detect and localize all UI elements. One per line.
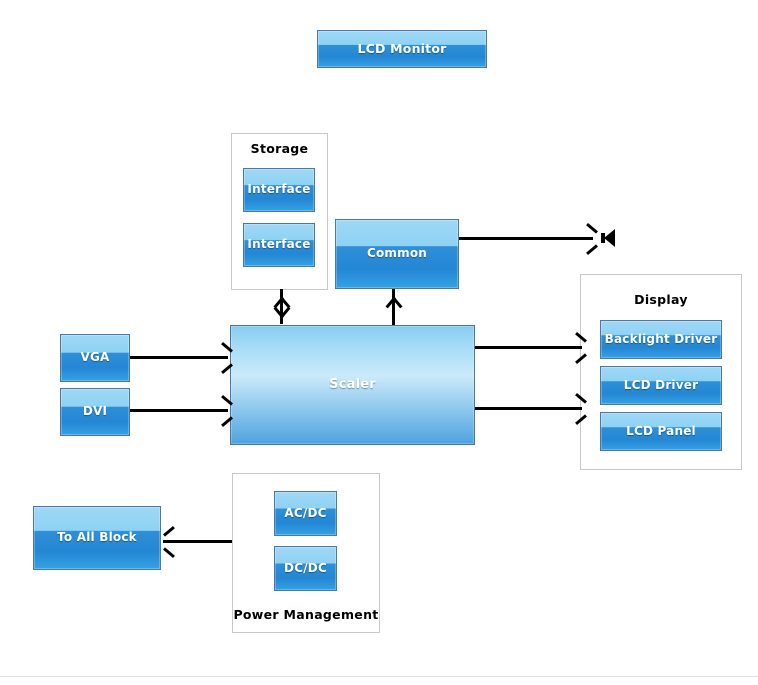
speaker-icon	[604, 229, 615, 247]
group-storage-title: Storage	[250, 141, 309, 156]
block-vga-label: VGA	[80, 350, 110, 365]
block-dc-dc-label: DC/DC	[284, 560, 327, 575]
block-lcd-monitor[interactable]: LCD Monitor	[317, 30, 487, 68]
block-scaler[interactable]: Scaler	[230, 325, 475, 445]
connector-power-to-all-block	[163, 540, 232, 543]
connector-scaler-to-display-top	[475, 346, 582, 349]
block-ac-dc-label: AC/DC	[284, 505, 327, 520]
connector-common-to-speaker-head-bottom	[586, 244, 598, 256]
connector-dvi-to-scaler	[130, 409, 228, 412]
block-interface-1[interactable]: Interface	[243, 168, 315, 212]
block-common[interactable]: Common	[335, 219, 459, 289]
block-dvi-label: DVI	[82, 404, 108, 419]
block-backlight-driver[interactable]: Backlight Driver	[600, 320, 722, 359]
connector-power-to-all-block-head-bottom	[163, 547, 175, 559]
block-dvi[interactable]: DVI	[60, 388, 130, 436]
connector-common-to-speaker	[459, 237, 593, 240]
block-dc-dc[interactable]: DC/DC	[274, 546, 337, 591]
block-common-label: Common	[366, 246, 428, 261]
block-lcd-panel-label: LCD Panel	[626, 423, 696, 438]
connector-scaler-to-display-bottom	[475, 407, 582, 410]
block-backlight-driver-label: Backlight Driver	[604, 331, 718, 346]
block-scaler-label: Scaler	[329, 376, 376, 392]
connector-vga-to-scaler	[130, 356, 228, 359]
block-interface-1-label: Interface	[247, 182, 311, 197]
group-power-management-title: Power Management	[233, 607, 379, 622]
connector-common-to-speaker-head-top	[586, 222, 598, 234]
connector-storage-scaler	[280, 289, 283, 324]
block-vga[interactable]: VGA	[60, 334, 130, 382]
block-to-all-block[interactable]: To All Block	[33, 506, 161, 570]
connector-power-to-all-block-head-top	[163, 525, 175, 537]
block-lcd-panel[interactable]: LCD Panel	[600, 412, 722, 451]
connector-scaler-to-common	[392, 289, 395, 325]
block-lcd-monitor-label: LCD Monitor	[357, 40, 447, 56]
bottom-divider	[0, 676, 758, 677]
block-lcd-driver-label: LCD Driver	[623, 377, 699, 392]
speaker-icon-body	[601, 233, 605, 243]
block-interface-2[interactable]: Interface	[243, 223, 315, 267]
block-interface-2-label: Interface	[247, 237, 311, 252]
block-ac-dc[interactable]: AC/DC	[274, 491, 337, 536]
block-to-all-block-label: To All Block	[57, 530, 137, 545]
block-lcd-driver[interactable]: LCD Driver	[600, 366, 722, 405]
group-display-title: Display	[634, 292, 688, 307]
